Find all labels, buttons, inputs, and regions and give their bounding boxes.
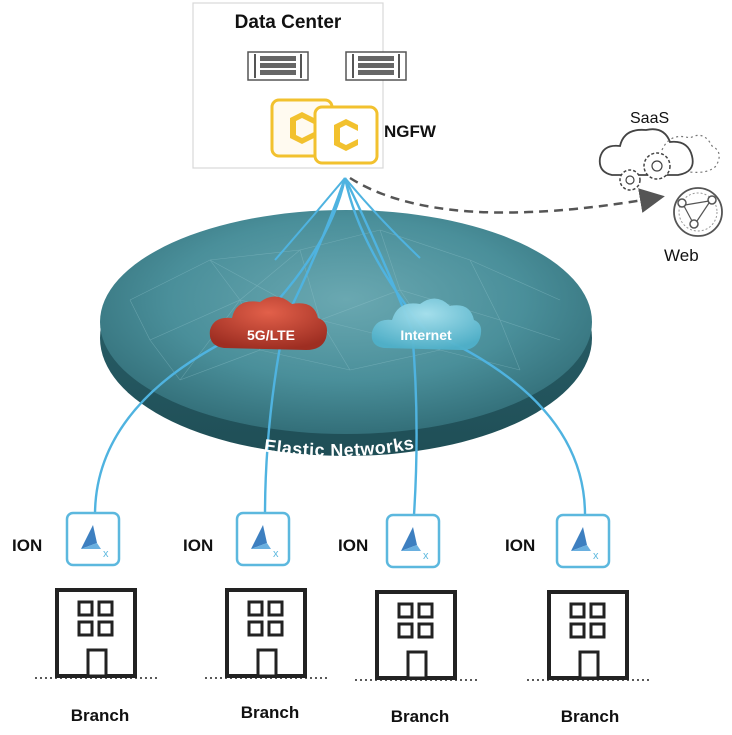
- saas-label: SaaS: [630, 110, 670, 127]
- ion-label: ION: [505, 536, 536, 555]
- internet-breakout-arrow: [349, 176, 665, 214]
- svg-text:x: x: [423, 550, 429, 562]
- ion-device-icon: x: [385, 513, 441, 569]
- ion-label: ION: [183, 536, 214, 555]
- server-icon: [247, 51, 309, 81]
- branch-building-icon: [355, 590, 477, 681]
- branch-label: Branch: [390, 707, 450, 726]
- data-center-title: Data Center: [234, 12, 342, 33]
- ion-device-icon: x: [65, 511, 121, 567]
- web-label: Web: [664, 246, 699, 265]
- lte-label: 5G/LTE: [247, 327, 295, 343]
- branch-label: Branch: [560, 707, 620, 726]
- ion-device-icon: x: [555, 513, 611, 569]
- svg-text:x: x: [593, 550, 599, 562]
- ngfw-label: NGFW: [384, 122, 436, 141]
- internet-cloud: [371, 298, 482, 350]
- branch-label: Branch: [70, 706, 130, 725]
- svg-text:x: x: [273, 548, 279, 560]
- branch-building-icon: [205, 588, 327, 679]
- svg-text:x: x: [103, 548, 109, 560]
- branch-building-icon: [527, 590, 649, 681]
- ion-label: ION: [12, 536, 43, 555]
- branch-building-icon: [35, 588, 157, 679]
- lte-cloud: [209, 296, 327, 350]
- server-icon: [345, 51, 407, 81]
- ion-device-icon: x: [235, 511, 291, 567]
- internet-label: Internet: [400, 327, 452, 343]
- branch-label: Branch: [240, 703, 300, 722]
- ion-label: ION: [338, 536, 369, 555]
- elastic-network-disc: [100, 210, 592, 456]
- saas-cloud-icon: [598, 128, 720, 191]
- web-globe-icon: [673, 187, 723, 237]
- firewall-icon: [313, 105, 379, 165]
